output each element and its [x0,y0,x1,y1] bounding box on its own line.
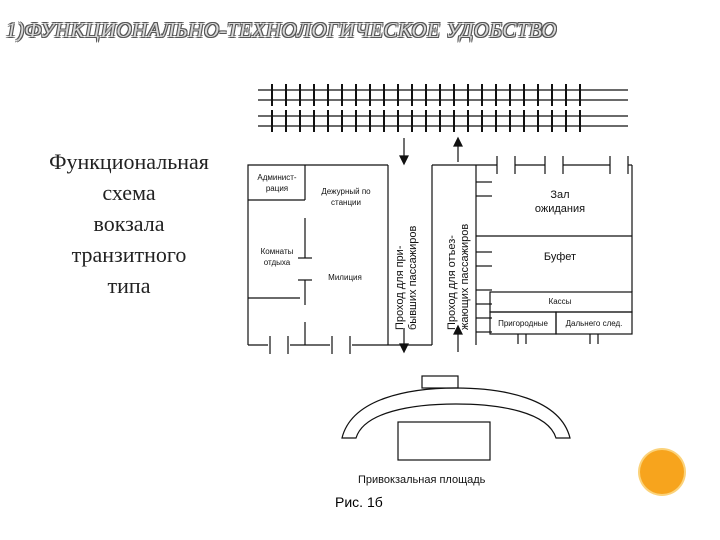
left-building [247,164,388,354]
room-duty: Дежурный по станции [321,187,371,207]
subtitle-line: схема [102,180,156,205]
railway-tracks [258,84,628,132]
cashier-long-distance: Дальнего след. [565,319,623,328]
right-building [476,156,633,344]
room-rest: Комнаты отдыха [260,247,294,267]
plaza-label: Привокзальная площадь [358,474,486,486]
subtitle-line: Функциональная [49,149,209,174]
arrow-arriving-in [399,138,409,166]
room-cashiers: Кассы [548,297,572,306]
diagram-subtitle: Функциональная схема вокзала транзитного… [18,146,240,301]
arrow-departing-out [453,136,463,162]
slide-title: 1)ФУНКЦИОНАЛЬНО-ТЕХНОЛОГИЧЕСКОЕ УДОБСТВО [6,18,558,42]
subtitle-line: типа [107,273,151,298]
plaza [341,375,571,461]
subtitle-line: вокзала [93,211,165,236]
arrow-arriving-out [399,328,409,354]
decorative-circle [640,450,684,494]
arrow-departing-in [453,324,463,352]
cashier-suburban: Пригородные [498,319,548,328]
passage-departing: Проход для отъез- жающих пассажиров [446,223,471,330]
figure-caption: Рис. 1б [335,494,383,510]
subtitle-line: транзитного [71,242,187,267]
room-buffet: Буфет [543,251,577,263]
room-admin: Админист- рация [257,173,297,193]
room-police: Милиция [328,273,362,282]
passage-arriving: Проход для при- бывших пассажиров [394,225,419,330]
room-waiting-hall: Зал ожидания [534,189,586,215]
passages [387,164,492,346]
